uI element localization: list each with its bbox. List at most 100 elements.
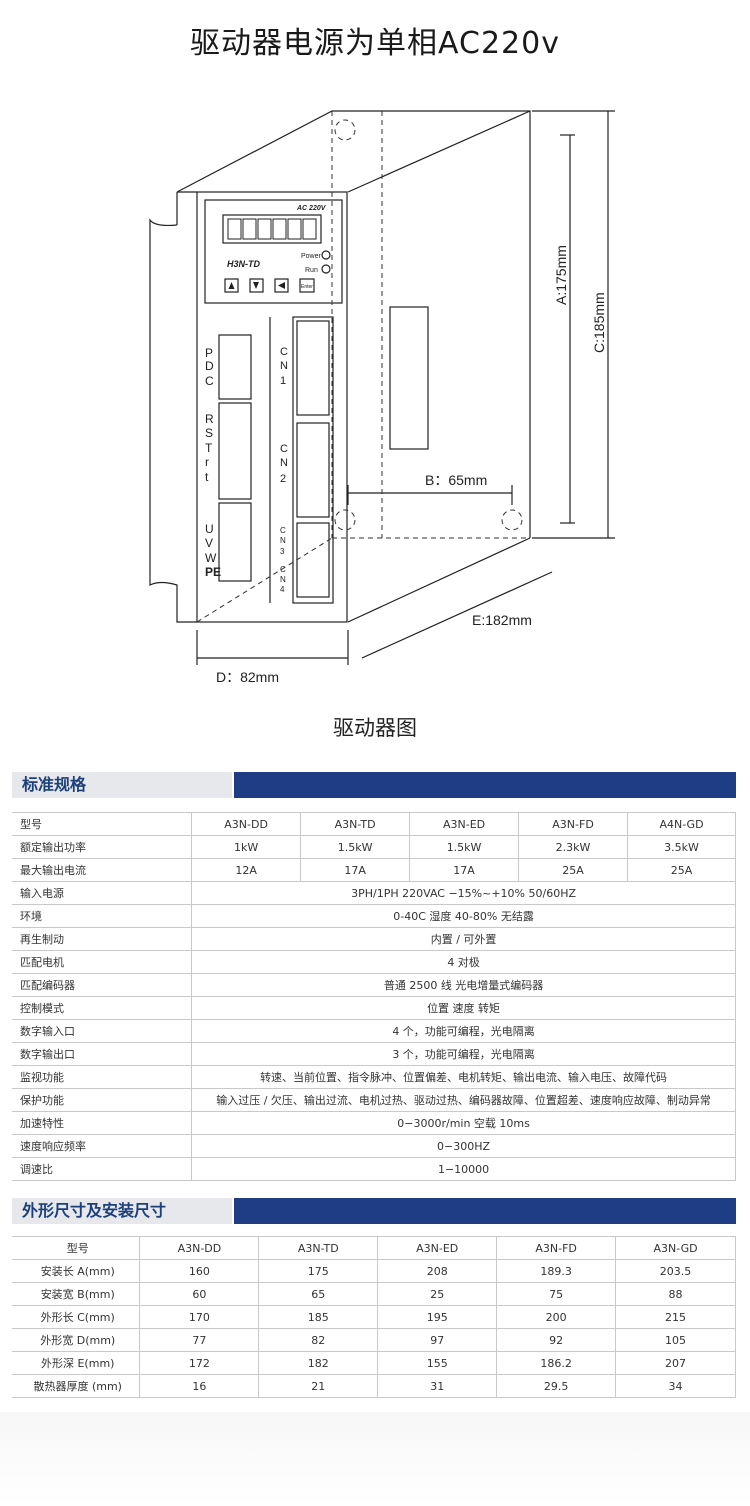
table-cell: 位置 速度 转矩	[191, 996, 736, 1020]
enter-label: Enter	[301, 284, 313, 290]
terminal-label-left: T	[205, 441, 213, 455]
table-cell: A4N-GD	[627, 812, 736, 836]
row-label: 环境	[12, 904, 193, 928]
row-label: 加速特性	[12, 1111, 193, 1135]
row-label: 最大输出电流	[12, 858, 193, 882]
dim-e-label: E:182mm	[472, 612, 532, 628]
table-cell: 转速、当前位置、指令脉冲、位置偏差、电机转矩、输出电流、输入电压、故障代码	[191, 1065, 736, 1089]
table-cell: 215	[615, 1305, 736, 1329]
row-label: 保护功能	[12, 1088, 193, 1112]
table-cell: 60	[139, 1282, 260, 1306]
row-label: 安装宽 B(mm)	[12, 1282, 141, 1306]
terminal-label-right: 2	[280, 473, 286, 485]
row-label: 再生制动	[12, 927, 193, 951]
dim-b-label: B：65mm	[425, 472, 487, 488]
terminal-label-left: t	[205, 470, 209, 484]
driver-drawing: AC 220V H3N-TD Power Run Enter A:175mm C…	[149, 110, 615, 685]
row-label: 外形宽 D(mm)	[12, 1328, 141, 1352]
table-cell: 4 对极	[191, 950, 736, 974]
table-cell: 1−10000	[191, 1157, 736, 1181]
terminal-label-right: C	[280, 565, 286, 574]
page-title: 驱动器电源为单相AC220v	[190, 26, 560, 61]
table-cell: 普通 2500 线 光电增量式编码器	[191, 973, 736, 997]
drawing-caption: 驱动器图	[333, 716, 417, 740]
row-label: 散热器厚度 (mm)	[12, 1374, 141, 1398]
table-cell: 34	[615, 1374, 736, 1398]
terminal-label-right: 4	[280, 585, 285, 594]
table-cell: A3N-DD	[139, 1236, 260, 1260]
row-label: 型号	[12, 1236, 141, 1260]
terminal-label-left: D	[205, 359, 214, 373]
table-cell: A3N-TD	[258, 1236, 379, 1260]
terminal-label-left: W	[205, 551, 217, 565]
table-cell: 182	[258, 1351, 379, 1375]
terminal-label-left: V	[205, 536, 213, 550]
table-cell: 75	[496, 1282, 617, 1306]
table-cell: 31	[377, 1374, 498, 1398]
table-cell: 17A	[300, 858, 411, 882]
terminal-label-right: N	[280, 575, 286, 584]
spec-section-title: 标准规格	[12, 772, 232, 798]
table-cell: 175	[258, 1259, 379, 1283]
table-cell: 185	[258, 1305, 379, 1329]
table-cell: 77	[139, 1328, 260, 1352]
table-cell: 203.5	[615, 1259, 736, 1283]
table-cell: A3N-GD	[615, 1236, 736, 1260]
drawing-front-body	[196, 191, 348, 623]
table-cell: 195	[377, 1305, 498, 1329]
row-label: 型号	[12, 812, 193, 836]
table-cell: 105	[615, 1328, 736, 1352]
power-label: Power	[301, 253, 322, 260]
table-cell: 4 个，功能可编程，光电隔离	[191, 1019, 736, 1043]
table-cell: 输入过压 / 欠压、输出过流、电机过热、驱动过热、编码器故障、位置超差、速度响应…	[191, 1088, 736, 1112]
table-cell: 88	[615, 1282, 736, 1306]
table-cell: 内置 / 可外置	[191, 927, 736, 951]
table-cell: 200	[496, 1305, 617, 1329]
dim-d-label: D：82mm	[216, 669, 279, 685]
model-label: H3N-TD	[227, 259, 260, 269]
row-label: 外形深 E(mm)	[12, 1351, 141, 1375]
dims-section-bar	[234, 1198, 736, 1224]
terminal-label-left: C	[205, 374, 214, 388]
terminal-label-right: C	[280, 526, 286, 535]
table-row: 匹配编码器普通 2500 线 光电增量式编码器	[12, 973, 736, 997]
terminal-label-left: r	[205, 455, 209, 469]
terminal-label-right: N	[280, 536, 286, 545]
left-arrow-icon	[278, 282, 285, 289]
terminal-label-right: 3	[280, 547, 285, 556]
table-cell: 1kW	[191, 835, 302, 859]
table-cell: 82	[258, 1328, 379, 1352]
table-row: 保护功能输入过压 / 欠压、输出过流、电机过热、驱动过热、编码器故障、位置超差、…	[12, 1088, 736, 1112]
table-cell: 3PH/1PH 220VAC −15%~+10% 50/60HZ	[191, 881, 736, 905]
row-label: 速度响应频率	[12, 1134, 193, 1158]
spec-section-bar	[234, 772, 736, 798]
drawing-top-edge	[176, 110, 531, 538]
table-cell: 3.5kW	[627, 835, 736, 859]
dim-a-label: A:175mm	[553, 245, 569, 305]
ac-label: AC 220V	[296, 205, 327, 212]
terminal-label-left: PE	[205, 565, 221, 579]
table-cell: 172	[139, 1351, 260, 1375]
table-cell: 0−3000r/min 空载 10ms	[191, 1111, 736, 1135]
table-cell: 189.3	[496, 1259, 617, 1283]
table-cell: A3N-TD	[300, 812, 411, 836]
table-row: 控制模式位置 速度 转矩	[12, 996, 736, 1020]
table-cell: A3N-ED	[409, 812, 520, 836]
bottom-shade	[0, 1412, 750, 1506]
terminal-label-right: N	[280, 457, 288, 469]
table-cell: 0−300HZ	[191, 1134, 736, 1158]
